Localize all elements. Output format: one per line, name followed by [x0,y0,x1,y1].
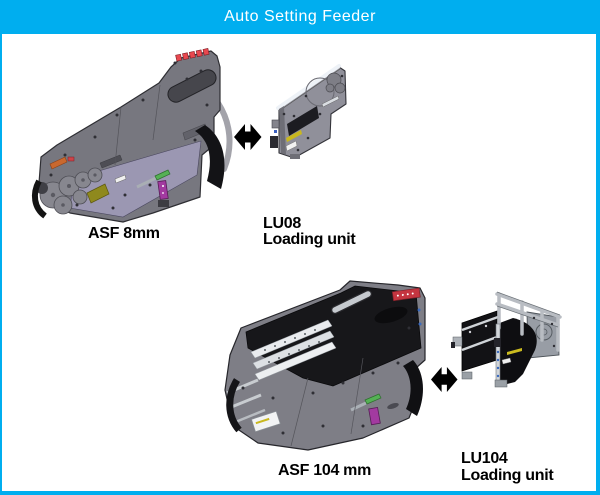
unit-label-lu08: LU08 Loading unit [263,215,356,248]
yellow-stripe [507,348,522,355]
unit-label-lu104: LU104 Loading unit [461,450,554,484]
red-top-strip [175,48,210,62]
orange-part [49,156,68,170]
unit-name: LU104 [461,450,508,467]
green-connector [154,169,171,181]
border-bottom [0,491,600,495]
black-label-band [287,106,319,136]
magenta-connector [157,180,169,200]
feeder-label-asf8: ASF 8mm [88,225,160,242]
reel-crescent [403,360,423,416]
tape-lanes [250,319,337,381]
lu08-loading-unit-illustration [270,64,347,159]
border-left [0,34,2,495]
green-connector [364,393,382,405]
asf-104mm-feeder-illustration [224,280,426,451]
double-arrow-icon [431,366,458,393]
page-title: Auto Setting Feeder [224,8,376,25]
top-frame [495,292,562,352]
unit-desc: Loading unit [263,231,356,248]
feeder-label-asf104: ASF 104 mm [278,462,372,479]
magenta-connector [368,406,381,426]
yellow-stripe [286,130,302,142]
unit-name: LU08 [263,215,301,232]
double-arrow-icon [234,124,262,150]
reel-crescent [195,125,225,189]
title-banner: Auto Setting Feeder [0,0,600,34]
asf-8mm-feeder-illustration [31,48,233,223]
red-label [391,287,421,302]
lu104-loading-unit-illustration [451,291,562,388]
unit-desc: Loading unit [461,467,554,484]
olive-label [86,183,110,204]
border-right [596,34,600,495]
